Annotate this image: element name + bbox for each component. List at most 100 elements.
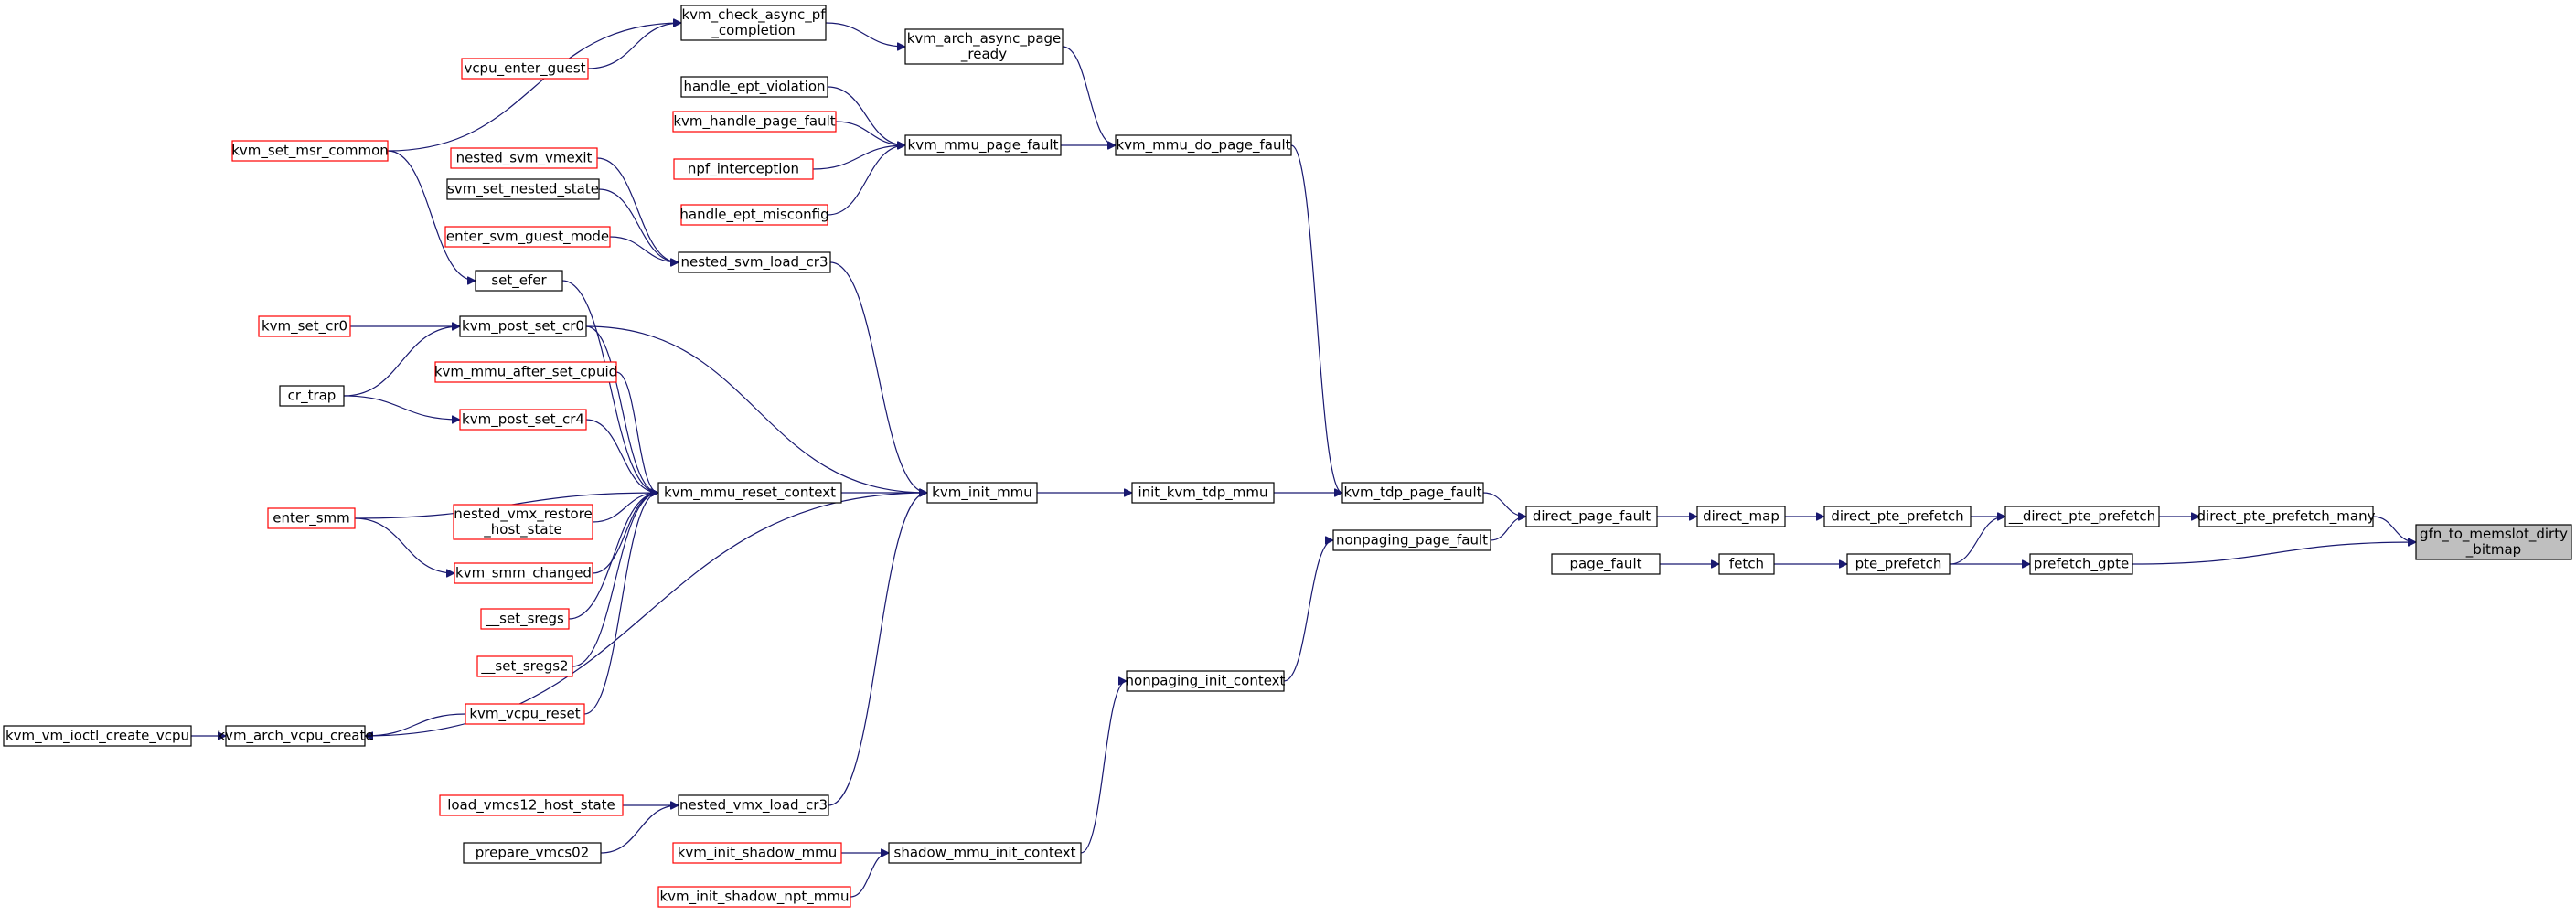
node-box: [672, 842, 842, 864]
edge-n38-to-n25: [592, 493, 658, 523]
node-enter-svm-guest-mode[interactable]: enter_svm_guest_mode: [444, 226, 611, 248]
node-box: [657, 886, 851, 908]
node-kvm-init-shadow-npt-mmu[interactable]: kvm_init_shadow_npt_mmu: [657, 886, 851, 908]
node-kvm-tdp-page-fault[interactable]: kvm_tdp_page_fault: [1341, 482, 1484, 504]
node-nested-svm-vmexit[interactable]: nested_svm_vmexit: [450, 147, 598, 169]
edge-n4-to-n3: [1949, 517, 2005, 565]
node-box: [904, 134, 1062, 156]
node-label: kvm_arch_async_page: [907, 30, 1062, 48]
node-kvm-mmu-do-page-fault[interactable]: kvm_mmu_do_page_fault: [1115, 134, 1292, 156]
node-label: prefetch_gpte: [2034, 556, 2129, 573]
node-prepare-vmcs02[interactable]: prepare_vmcs02: [463, 842, 602, 864]
node-label: cr_trap: [288, 388, 337, 405]
edge-n37-to-n25: [585, 419, 658, 493]
node-box: [446, 178, 600, 200]
node-kvm-post-set-cr0[interactable]: kvm_post_set_cr0: [459, 315, 587, 337]
edge-n30-to-n34: [387, 150, 476, 281]
node-nonpaging-page-fault[interactable]: nonpaging_page_fault: [1332, 529, 1491, 551]
node-label: nested_svm_vmexit: [456, 150, 593, 167]
edge-n12-to-n10: [1290, 144, 1343, 493]
node-box: [453, 504, 593, 540]
node-enter-smm[interactable]: enter_smm: [267, 507, 356, 529]
node-kvm-smm-changed[interactable]: kvm_smm_changed: [454, 562, 593, 584]
node-box: [1332, 529, 1491, 551]
node-load-vmcs12-host-state[interactable]: load_vmcs12_host_state: [439, 794, 624, 816]
node-kvm-arch-async-page-ready[interactable]: kvm_arch_async_page_ready: [904, 28, 1064, 65]
node-kvm-init-mmu[interactable]: kvm_init_mmu: [926, 482, 1038, 504]
node-kvm-vm-ioctl-create-vcpu[interactable]: kvm_vm_ioctl_create_vcpu: [3, 725, 192, 747]
node-label: kvm_vcpu_reset: [469, 706, 580, 723]
node-kvm-init-shadow-mmu[interactable]: kvm_init_shadow_mmu: [672, 842, 842, 864]
node-kvm-post-set-cr4[interactable]: kvm_post_set_cr4: [459, 409, 587, 431]
node-box: [1846, 553, 1951, 575]
node-handle-ept-violation[interactable]: handle_ept_violation: [680, 76, 828, 98]
node-box: [1718, 553, 1775, 575]
edge-n35-to-n25: [585, 325, 659, 493]
node-box: [904, 28, 1064, 65]
node-set-sregs[interactable]: __set_sregs: [480, 608, 570, 630]
node-kvm-mmu-page-fault[interactable]: kvm_mmu_page_fault: [904, 134, 1062, 156]
node-prefetch-gpte[interactable]: prefetch_gpte: [2029, 553, 2133, 575]
node-nested-svm-load-cr3[interactable]: nested_svm_load_cr3: [678, 251, 831, 273]
node-direct-map[interactable]: direct_map: [1696, 506, 1786, 527]
node-box: [926, 482, 1038, 504]
node-box: [225, 725, 366, 747]
node-box: [459, 409, 587, 431]
node-kvm-arch-vcpu-create[interactable]: kvm_arch_vcpu_create: [217, 725, 374, 747]
node-label: svm_set_nested_state: [447, 181, 599, 198]
node-box: [450, 147, 598, 169]
node-kvm-mmu-reset-context[interactable]: kvm_mmu_reset_context: [657, 482, 842, 504]
node-box: [678, 251, 831, 273]
node-label: page_fault: [1570, 556, 1642, 573]
node-label: prepare_vmcs02: [476, 845, 590, 862]
node-kvm-set-cr0[interactable]: kvm_set_cr0: [258, 315, 351, 337]
node-box: [1341, 482, 1484, 504]
node-box: [680, 5, 827, 41]
node-label: kvm_set_cr0: [262, 318, 347, 336]
node-label: nonpaging_init_context: [1126, 673, 1286, 690]
node-direct-pte-prefetch[interactable]: __direct_pte_prefetch: [2004, 506, 2160, 527]
edge-n22-to-n16: [812, 145, 905, 170]
node-kvm-vcpu-reset[interactable]: kvm_vcpu_reset: [465, 703, 585, 725]
node-box: [657, 482, 842, 504]
node-cr-trap[interactable]: cr_trap: [279, 385, 345, 407]
node-pte-prefetch[interactable]: pte_prefetch: [1846, 553, 1951, 575]
node-label: vcpu_enter_guest: [464, 60, 585, 78]
node-kvm-handle-page-fault[interactable]: kvm_handle_page_fault: [672, 111, 837, 133]
node-page-fault[interactable]: page_fault: [1551, 553, 1661, 575]
node-handle-ept-misconfig[interactable]: handle_ept_misconfig: [679, 204, 829, 226]
node-gfn-to-memslot-dirty-bitmap[interactable]: gfn_to_memslot_dirty_bitmap: [2415, 524, 2572, 560]
node-vcpu-enter-guest[interactable]: vcpu_enter_guest: [461, 58, 589, 80]
node-shadow-mmu-init-context[interactable]: shadow_mmu_init_context: [888, 842, 1082, 864]
node-nested-vmx-restore-host-state[interactable]: nested_vmx_restore_host_state: [453, 504, 593, 540]
node-kvm-set-msr-common[interactable]: kvm_set_msr_common: [231, 140, 389, 162]
node-kvm-mmu-after-set-cpuid[interactable]: kvm_mmu_after_set_cpuid: [434, 361, 617, 383]
edge-n29-to-n19: [587, 23, 681, 69]
node-direct-pte-prefetch-many[interactable]: direct_pte_prefetch_many: [2197, 506, 2376, 527]
edge-n32-to-n24: [598, 188, 679, 262]
node-label: kvm_post_set_cr4: [462, 411, 584, 429]
node-direct-page-fault[interactable]: direct_page_fault: [1525, 506, 1658, 527]
node-label: set_efer: [491, 272, 547, 290]
node-label: kvm_set_msr_common: [231, 143, 389, 160]
nodes: gfn_to_memslot_dirty_bitmap direct_pte_pr…: [3, 5, 2572, 908]
node-svm-set-nested-state[interactable]: svm_set_nested_state: [446, 178, 600, 200]
node-label: kvm_mmu_do_page_fault: [1116, 137, 1290, 154]
node-npf-interception[interactable]: npf_interception: [673, 158, 814, 180]
node-set-sregs2[interactable]: __set_sregs2: [476, 655, 573, 677]
node-direct-pte-prefetch[interactable]: direct_pte_prefetch: [1823, 506, 1972, 527]
edge-n23-to-n16: [827, 145, 905, 216]
node-nested-vmx-load-cr3[interactable]: nested_vmx_load_cr3: [678, 794, 829, 816]
node-init-kvm-tdp-mmu[interactable]: init_kvm_tdp_mmu: [1131, 482, 1275, 504]
node-fetch[interactable]: fetch: [1718, 553, 1775, 575]
node-nonpaging-init-context[interactable]: nonpaging_init_context: [1126, 670, 1286, 692]
edge-n30-to-n19: [387, 23, 681, 152]
node-label: direct_map: [1703, 508, 1780, 526]
node-label: direct_page_fault: [1533, 508, 1651, 526]
node-set-efer[interactable]: set_efer: [475, 270, 563, 292]
node-box: [258, 315, 351, 337]
node-box: [454, 562, 593, 584]
node-kvm-check-async-pf-completion[interactable]: kvm_check_async_pf_completion: [680, 5, 827, 41]
node-box: [1696, 506, 1786, 527]
